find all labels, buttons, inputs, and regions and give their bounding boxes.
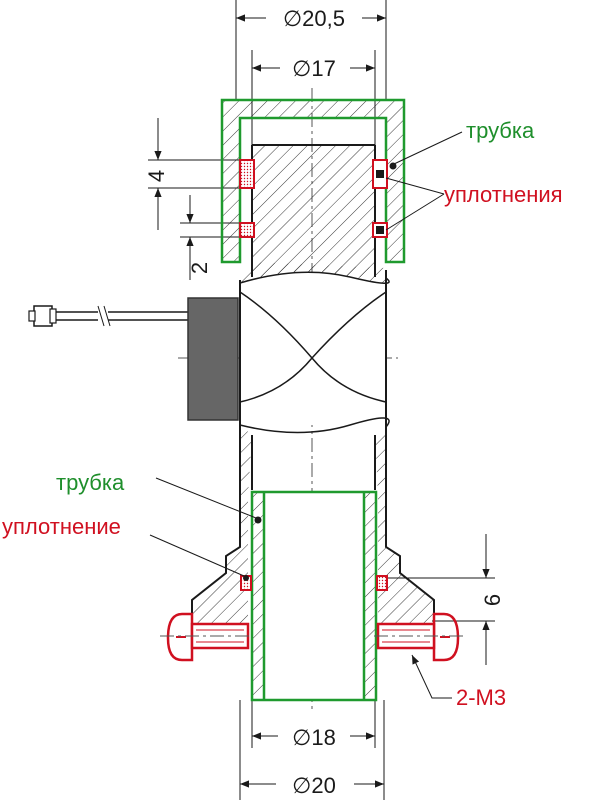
dimension-bottom-outer: ∅20 <box>239 700 385 800</box>
bottom-seals <box>240 575 388 591</box>
dimension-seal-6-label: 6 <box>480 594 505 606</box>
label-tube-bottom: трубка <box>56 470 257 519</box>
label-seals-top-text: уплотнения <box>444 182 563 207</box>
top-tube <box>220 98 406 264</box>
label-tube-top: трубка <box>393 118 535 165</box>
dimension-seal-2-label: 2 <box>187 262 212 274</box>
screw-left-icon <box>160 612 252 662</box>
dimension-seal-4-label: 4 <box>144 170 169 182</box>
label-screws-text: 2-М3 <box>456 685 506 710</box>
dimension-top-outer: ∅20,5 <box>235 0 387 100</box>
sensor-block <box>187 297 239 421</box>
label-seals-top: уплотнения <box>385 177 563 231</box>
label-seal-bottom-text: уплотнение <box>2 514 121 539</box>
connector-icon <box>28 305 57 327</box>
dimension-bottom-inner-label: ∅18 <box>292 725 336 750</box>
dimension-bottom-inner: ∅18 <box>251 700 376 750</box>
dimension-top-inner: ∅17 <box>251 50 376 145</box>
sensor-window <box>239 262 390 434</box>
screw-right-icon <box>374 612 466 662</box>
top-seals <box>239 159 397 238</box>
label-screws: 2-М3 <box>411 654 506 710</box>
dimension-seal-6: 6 <box>388 534 505 665</box>
bottom-tube <box>250 490 378 702</box>
dimension-bottom-outer-label: ∅20 <box>292 773 336 798</box>
label-seal-bottom: уплотнение <box>2 514 245 577</box>
dimension-top-inner-label: ∅17 <box>292 56 336 81</box>
label-tube-top-text: трубка <box>466 118 535 143</box>
dimension-top-outer-label: ∅20,5 <box>283 6 345 31</box>
upper-plug <box>251 144 376 277</box>
label-tube-bottom-text: трубка <box>56 470 125 495</box>
cable <box>55 305 190 327</box>
